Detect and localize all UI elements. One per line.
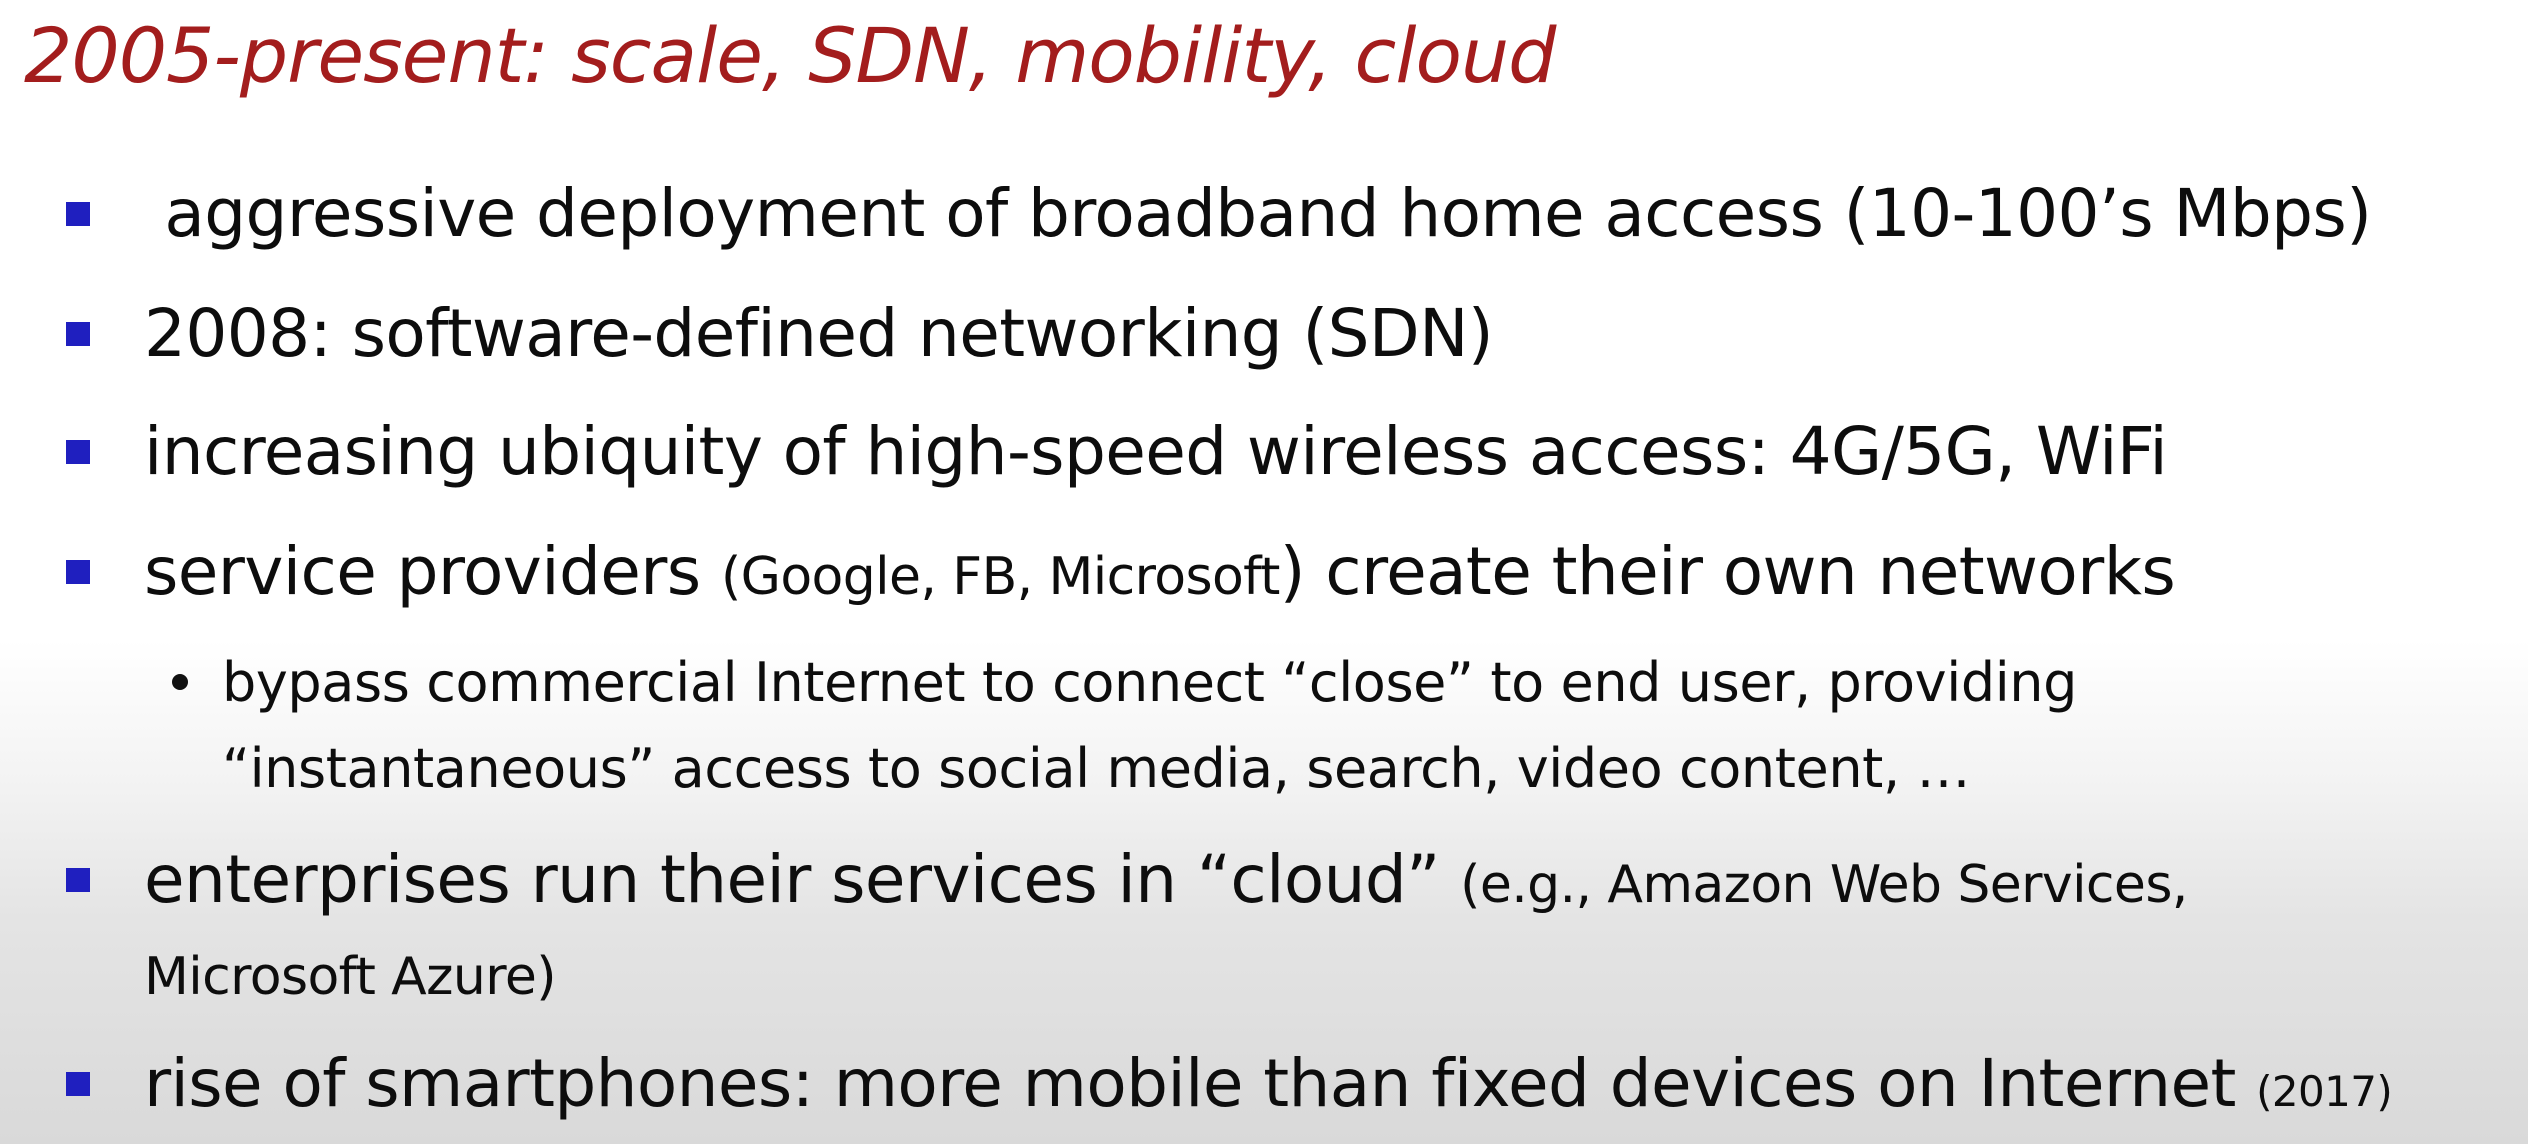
bullet-text-small: (e.g., Amazon Web Services,	[1460, 855, 2188, 915]
bullet-text-small: (2017)	[2256, 1067, 2393, 1116]
bullet-text-small: Microsoft Azure)	[144, 947, 557, 1007]
square-bullet-icon	[66, 868, 90, 892]
round-bullet-icon	[172, 674, 188, 690]
bullet-text: aggressive deployment of broadband home …	[144, 175, 2372, 252]
bullet-item-sdn: 2008: software-defined networking (SDN)	[66, 284, 1494, 384]
bullet-text: enterprises run their services in “cloud…	[144, 841, 1461, 918]
square-bullet-icon	[66, 1072, 90, 1096]
square-bullet-icon	[66, 202, 90, 226]
bullet-text: rise of smartphones: more mobile than fi…	[144, 1045, 2257, 1122]
square-bullet-icon	[66, 560, 90, 584]
square-bullet-icon	[66, 440, 90, 464]
bullet-text: increasing ubiquity of high-speed wirele…	[144, 413, 2168, 490]
bullet-item-wireless: increasing ubiquity of high-speed wirele…	[66, 402, 2168, 502]
bullet-item-smartphones: rise of smartphones: more mobile than fi…	[66, 1034, 2393, 1142]
square-bullet-icon	[66, 322, 90, 346]
bullet-item-service-providers: service providers (Google, FB, Microsoft…	[66, 522, 2176, 627]
sub-bullet-line: “instantaneous” access to social media, …	[222, 737, 1971, 800]
bullet-text: 2008: software-defined networking (SDN)	[144, 295, 1494, 372]
sub-bullet-line: bypass commercial Internet to connect “c…	[222, 651, 2077, 714]
bullet-text-small: (Google, FB, Microsoft	[720, 547, 1280, 607]
bullet-item-cloud: enterprises run their services in “cloud…	[66, 830, 2188, 1019]
slide-title: 2005-present: scale, SDN, mobility, clou…	[24, 11, 1556, 100]
bullet-text: service providers	[144, 533, 721, 610]
bullet-item-broadband: aggressive deployment of broadband home …	[66, 164, 2372, 264]
bullet-text: ) create their own networks	[1279, 533, 2176, 610]
sub-bullet-item-bypass: bypass commercial Internet to connect “c…	[172, 640, 2077, 812]
